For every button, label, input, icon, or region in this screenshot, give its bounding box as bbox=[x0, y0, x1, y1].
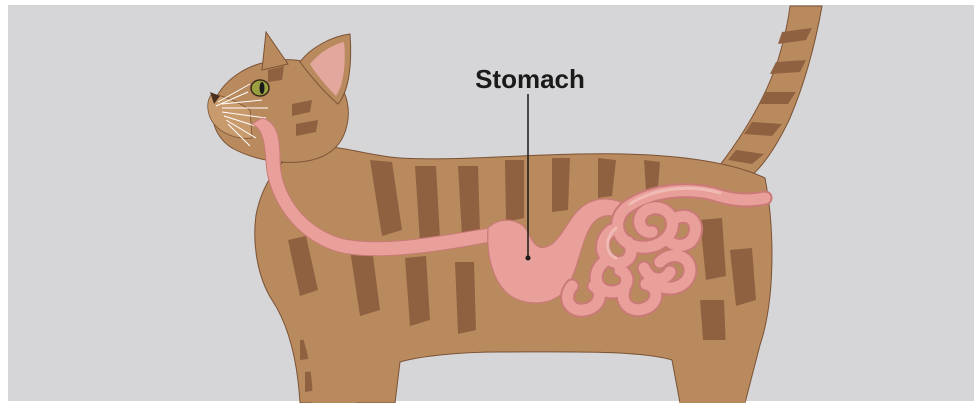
stomach-label: Stomach bbox=[475, 64, 585, 94]
cat-pupil bbox=[260, 82, 265, 94]
stomach-leader-dot bbox=[526, 256, 531, 261]
